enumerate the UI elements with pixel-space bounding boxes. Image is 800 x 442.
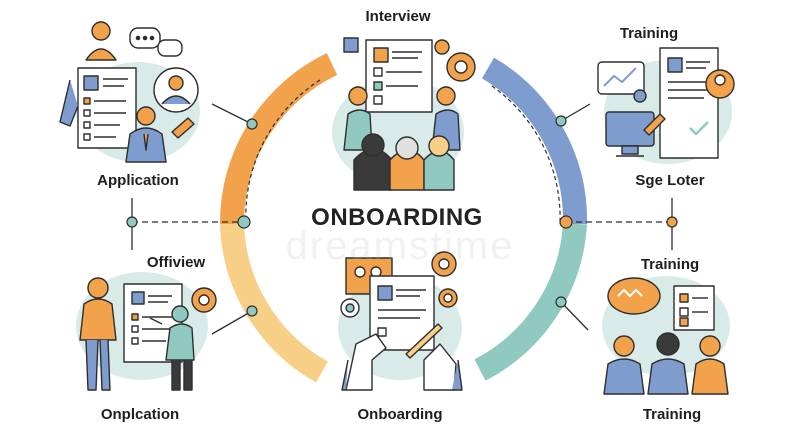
ring-inner-dash-left — [245, 79, 321, 225]
training-bottom-illustration — [602, 276, 730, 395]
gear-icon — [434, 39, 476, 82]
watermark: dreamstime — [285, 224, 515, 268]
label-offiview: Offiview — [146, 254, 206, 271]
label-onplcation: Onplcation — [100, 406, 180, 423]
ring-inner-dash-right — [491, 85, 561, 225]
label-training-top: Training — [619, 25, 679, 42]
label-interview: Interview — [365, 8, 431, 25]
monitor-icon — [605, 111, 655, 157]
pen-icon — [171, 117, 195, 139]
interview-illustration — [332, 37, 476, 191]
onboarding-illustration — [338, 251, 463, 391]
chart-icon — [597, 61, 645, 95]
chat-bubble-icon — [129, 27, 183, 57]
label-training-right: Training — [640, 256, 700, 273]
label-onboarding: Onboarding — [357, 406, 443, 423]
checklist-icon — [77, 67, 137, 149]
ring-blue-segment — [481, 57, 588, 225]
connectors — [131, 103, 673, 335]
chat-bubble-icon — [607, 277, 661, 315]
connector-dots — [126, 115, 678, 317]
gear-icon — [340, 251, 458, 318]
label-application: Application — [97, 172, 179, 189]
cycle-ring — [219, 53, 588, 383]
ring-teal-segment — [474, 223, 587, 381]
gear-icon — [191, 287, 217, 313]
person-icon — [153, 67, 199, 113]
offiview-illustration — [76, 272, 217, 391]
label-sge-loter: Sge Loter — [635, 172, 705, 189]
ring-yellow-segment — [220, 223, 329, 383]
training-top-illustration — [597, 47, 735, 164]
label-training-bottom: Training — [642, 406, 702, 423]
center-title: ONBOARDING — [311, 204, 483, 231]
application-illustration — [59, 21, 200, 163]
ring-orange-segment — [219, 53, 338, 225]
